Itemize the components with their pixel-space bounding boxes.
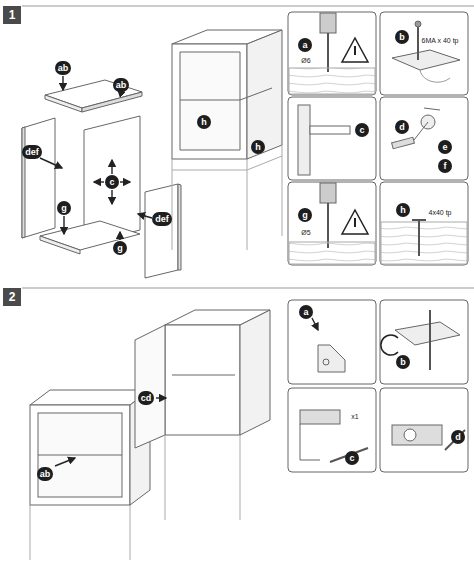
callout-letter: b (396, 355, 410, 369)
step-number: 1 (3, 6, 21, 24)
callout-letter: d (451, 430, 465, 444)
callout-letter: f (438, 159, 452, 173)
callout-letter: g (113, 241, 127, 255)
callout-letter: def (22, 145, 42, 159)
callout-letter: g (298, 208, 312, 222)
callout-letter: b (395, 30, 409, 44)
step-number: 2 (3, 288, 21, 306)
callout-letter: h (396, 203, 410, 217)
dimension-label: Ø5 (300, 229, 311, 236)
callout-letter: c (345, 451, 359, 465)
callout-letter: a (299, 305, 313, 319)
callout-letter: ab (113, 78, 130, 92)
callout-letter: d (395, 120, 409, 134)
callout-letter: cd (138, 391, 155, 405)
callout-letter: def (152, 212, 172, 226)
callout-letter: ab (37, 467, 54, 481)
dimension-label: 6MA x 40 tp (421, 37, 460, 44)
callout-letter: c (105, 175, 119, 189)
callout-letter: ab (55, 61, 72, 75)
callout-letter: h (251, 140, 265, 154)
callout-letter: c (355, 123, 369, 137)
callout-letter: h (197, 115, 211, 129)
dimension-label: x1 (350, 413, 359, 420)
callout-letter: e (438, 140, 452, 154)
dimension-label: Ø6 (300, 57, 311, 64)
callout-letter: g (57, 201, 71, 215)
dimension-label: 4x40 tp (428, 209, 453, 216)
callout-letter: a (298, 38, 312, 52)
